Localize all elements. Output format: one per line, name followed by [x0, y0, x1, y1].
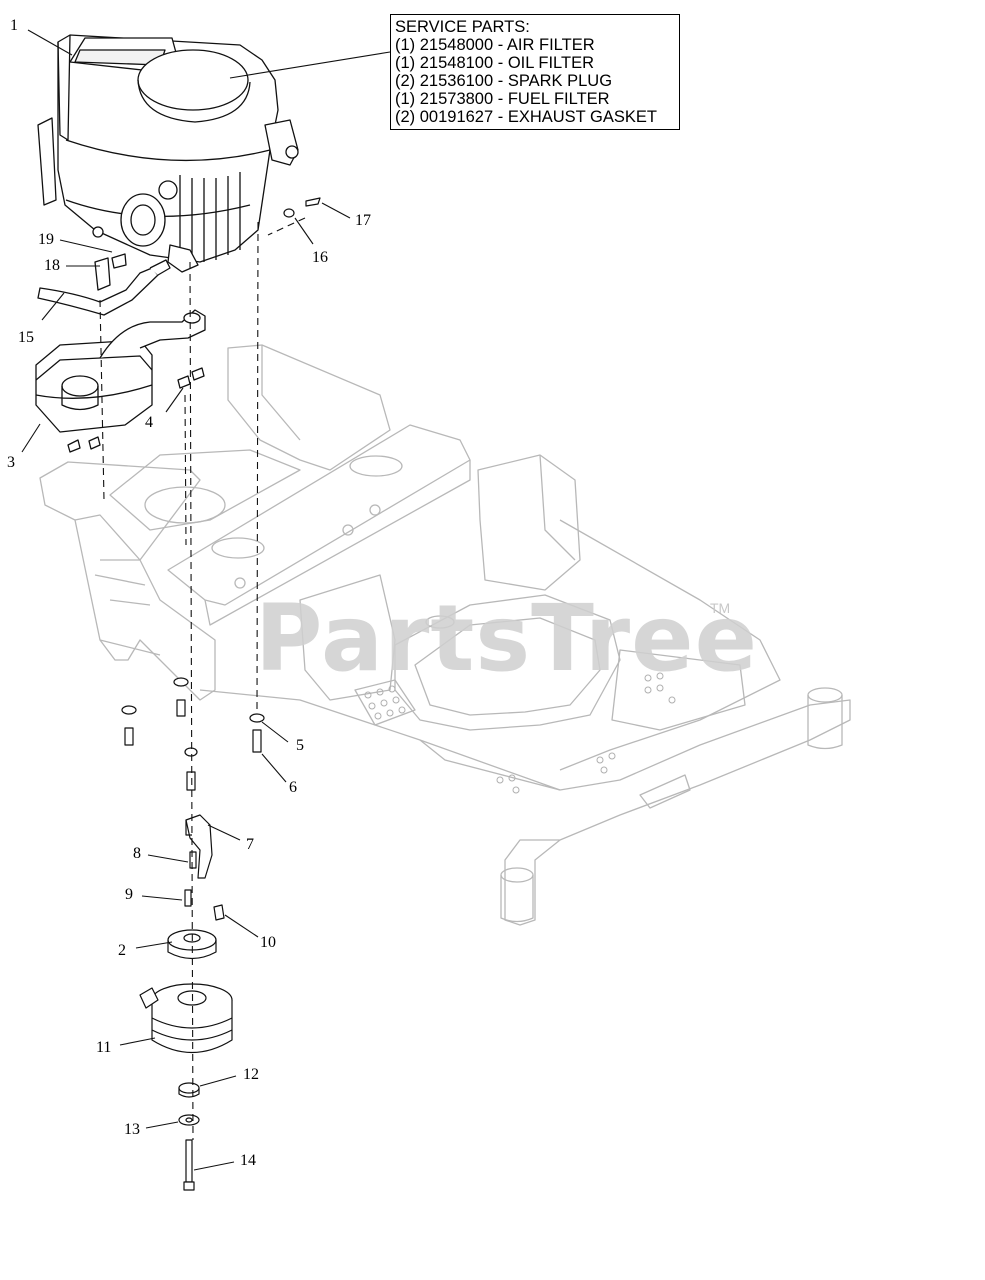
callout-8: 8 [133, 845, 141, 862]
service-parts-title: SERVICE PARTS: [395, 18, 530, 36]
callout-10: 10 [260, 934, 276, 951]
callout-13: 13 [124, 1121, 140, 1138]
callout-9: 9 [125, 886, 133, 903]
callout-3: 3 [7, 454, 15, 471]
lower-parts-drawing [121, 197, 321, 1191]
service-part-oil-filter: (1) 21548100 - OIL FILTER [395, 54, 595, 72]
service-parts-box: SERVICE PARTS: (1) 21548000 - AIR FILTER… [390, 14, 680, 130]
muffler-drawing [35, 253, 206, 453]
callout-4: 4 [145, 414, 153, 431]
leader-lines [21, 29, 391, 1171]
callout-18: 18 [44, 257, 60, 274]
callout-7: 7 [246, 836, 254, 853]
watermark-text: PartsTree [255, 585, 758, 692]
callout-19: 19 [38, 231, 54, 248]
service-part-air-filter: (1) 21548000 - AIR FILTER [395, 36, 595, 54]
service-part-fuel-filter: (1) 21573800 - FUEL FILTER [395, 90, 610, 108]
mower-frame [39, 344, 851, 926]
callout-11: 11 [96, 1039, 112, 1056]
callout-17: 17 [355, 212, 371, 229]
callout-6: 6 [289, 779, 297, 796]
alignment-lines [99, 217, 306, 1141]
service-part-exhaust-gasket: (2) 00191627 - EXHAUST GASKET [395, 108, 657, 126]
engine-drawing [37, 34, 299, 273]
callout-14: 14 [240, 1152, 256, 1169]
callout-12: 12 [243, 1066, 259, 1083]
callout-2: 2 [118, 942, 126, 959]
service-part-spark-plug: (2) 21536100 - SPARK PLUG [395, 72, 613, 90]
watermark-tm: TM [710, 600, 731, 616]
callout-1: 1 [10, 17, 18, 34]
callout-16: 16 [312, 249, 328, 266]
callout-15: 15 [18, 329, 34, 346]
callout-5: 5 [296, 737, 304, 754]
